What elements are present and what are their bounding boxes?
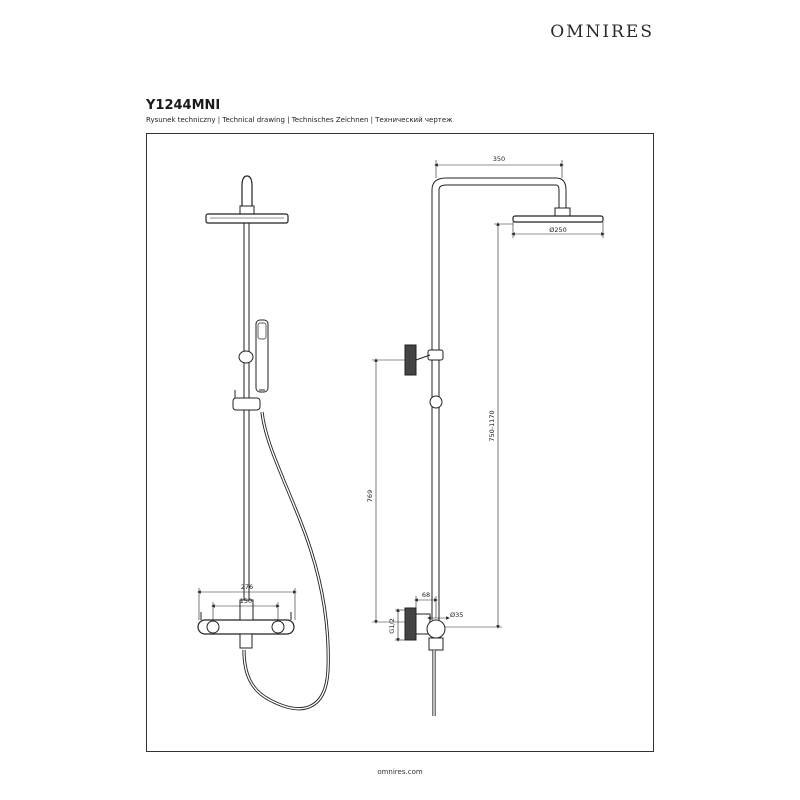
model-number: Y1244MNI	[146, 98, 221, 113]
dim-750-1170: 750-1170	[488, 410, 496, 441]
brand-logo: OMNIRES	[550, 22, 654, 42]
dim-769: 769	[366, 490, 374, 502]
drawing-frame	[146, 133, 654, 752]
dim-35: Ø35	[450, 611, 463, 619]
drawing-subtitle: Rysunek techniczny | Technical drawing |…	[146, 116, 453, 124]
footer-url[interactable]: omnires.com	[377, 768, 423, 776]
dim-250: Ø250	[549, 226, 567, 234]
side-view	[404, 177, 604, 716]
front-view	[197, 175, 330, 711]
front-dimensions	[197, 588, 297, 620]
side-dimensions	[372, 160, 605, 642]
dim-276: 276	[241, 583, 253, 591]
dim-350: 350	[493, 155, 505, 163]
dim-68: 68	[422, 591, 430, 599]
dim-150: 150	[240, 597, 252, 605]
dim-g12: G1/2	[388, 618, 396, 634]
